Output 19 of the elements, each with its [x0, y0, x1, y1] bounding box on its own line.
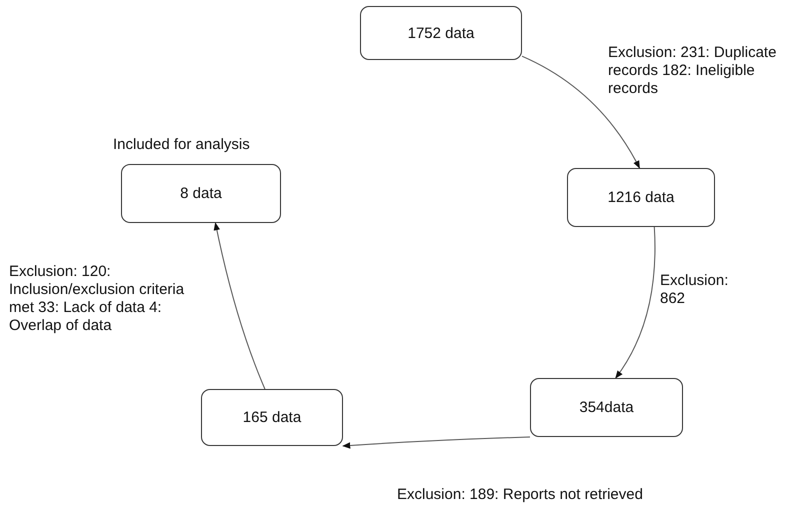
node-text: 354data	[579, 399, 634, 416]
node-caption: Included for analysis	[113, 136, 251, 154]
edge-label: Exclusion: 231: Duplicate records 182: Ineligible records	[608, 44, 778, 98]
node-text: 165 data	[242, 409, 302, 426]
process-box	[567, 168, 715, 227]
process-box	[201, 389, 343, 446]
process-box	[360, 6, 522, 60]
edge-label: Exclusion: 189: Reports not retrieved	[397, 486, 644, 504]
arrow	[214, 222, 266, 390]
process-box	[530, 378, 683, 437]
edge-label: Exclusion: 120: Inclusion/exclusion criteria met 33: Lack of data 4: Overlap of data	[9, 263, 186, 335]
arrow	[522, 56, 640, 169]
arrow	[615, 226, 656, 379]
node-text: 1752 data	[408, 24, 474, 42]
node-text: 1216 data	[608, 189, 674, 206]
edge-label: Exclusion: 862	[660, 272, 730, 308]
arrow	[342, 436, 530, 449]
node-text: 8 data	[180, 185, 222, 202]
process-box	[121, 164, 281, 223]
